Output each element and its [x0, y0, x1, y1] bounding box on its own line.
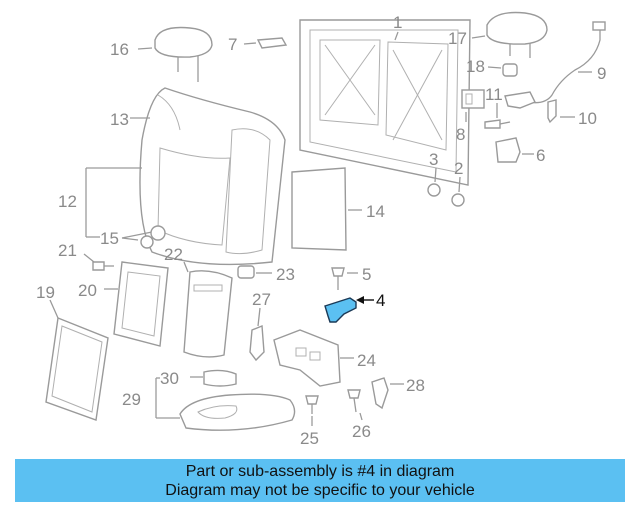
- callout-2: 2: [454, 159, 463, 178]
- part-bracket-upper: [504, 91, 536, 109]
- callout-10: 10: [578, 109, 597, 128]
- callout-20: 20: [78, 281, 97, 300]
- callout-27: 27: [252, 290, 271, 309]
- part-5-screw: [331, 267, 345, 290]
- part-2: [451, 193, 465, 207]
- part-11: [484, 119, 511, 129]
- part-20-panel: [113, 261, 169, 347]
- callout-17: 17: [448, 29, 467, 48]
- callout-29: 29: [122, 390, 141, 409]
- part-28: [371, 377, 389, 410]
- callout-5: 5: [362, 265, 371, 284]
- callout-24: 24: [357, 351, 376, 370]
- callout-19: 19: [36, 283, 55, 302]
- part-24-bracket: [273, 329, 341, 387]
- part-13-seatback-cover: [139, 87, 286, 266]
- callout-26: 26: [352, 422, 371, 441]
- part-15: [140, 225, 166, 249]
- callout-15: 15: [100, 229, 119, 248]
- parts-diagram: 1 16 7 17 18 9 11 8: [36, 11, 606, 448]
- part-4-shape[interactable]: [324, 297, 357, 323]
- callout-28: 28: [406, 376, 425, 395]
- callout-12: 12: [58, 192, 77, 211]
- part-4-highlighted[interactable]: [324, 297, 357, 323]
- callout-21: 21: [58, 241, 77, 260]
- part-18: [502, 63, 518, 77]
- callout-18: 18: [466, 57, 485, 76]
- part-30: [203, 369, 237, 387]
- part-10: [547, 99, 557, 124]
- part-22-panel: [183, 270, 233, 358]
- callout-22: 22: [164, 245, 183, 264]
- callout-14: 14: [366, 202, 385, 221]
- callout-7: 7: [228, 35, 237, 54]
- callout-3: 3: [429, 150, 438, 169]
- callout-25: 25: [300, 429, 319, 448]
- part-25-screw: [305, 395, 319, 414]
- callout-23: 23: [276, 265, 295, 284]
- part-9-cable: [527, 28, 601, 104]
- part-29-armrest: [179, 393, 296, 431]
- part-3: [427, 183, 441, 197]
- part-17-headrest: [486, 11, 548, 58]
- caption-banner: Part or sub-assembly is #4 in diagram Di…: [15, 459, 625, 502]
- part-1-seatback-frame: [299, 19, 471, 186]
- part-21-screw: [92, 261, 114, 271]
- part-27: [249, 324, 265, 362]
- part-6: [495, 137, 521, 163]
- part-14-pad: [291, 167, 347, 251]
- caption-line-1: Part or sub-assembly is #4 in diagram: [185, 462, 455, 480]
- part-7: [256, 37, 288, 49]
- callout-9: 9: [597, 64, 606, 83]
- callout-1: 1: [393, 13, 402, 32]
- callout-30: 30: [160, 369, 179, 388]
- part-26-screw: [347, 389, 361, 413]
- caption-line-2: Diagram may not be specific to your vehi…: [165, 481, 475, 499]
- part-19-panel: [45, 317, 109, 421]
- callout-11: 11: [485, 85, 503, 104]
- part-23: [237, 265, 255, 279]
- part-8: [461, 89, 485, 109]
- callout-16: 16: [110, 40, 129, 59]
- callout-4[interactable]: 4: [376, 291, 385, 310]
- callout-8: 8: [456, 125, 465, 144]
- callout-6: 6: [536, 146, 545, 165]
- callout-13: 13: [110, 110, 129, 129]
- part-16-headrest: [154, 26, 213, 82]
